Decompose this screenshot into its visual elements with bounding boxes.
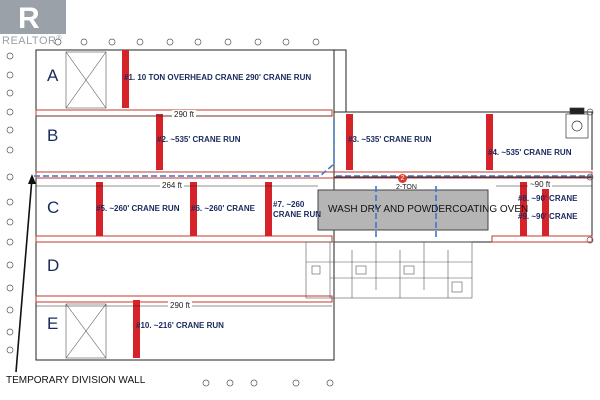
crane-run-label-5: #5. ~260' CRANE RUN xyxy=(96,204,180,213)
bay-label-e: E xyxy=(47,314,59,333)
division-wall-label: TEMPORARY DIVISION WALL xyxy=(6,375,146,386)
oven-label: WASH DRY AND POWDERCOATING OVEN xyxy=(328,204,529,215)
crane-bar-4 xyxy=(486,114,493,170)
svg-text:R: R xyxy=(18,2,40,35)
crane-run-label-7-cont: CRANE RUN xyxy=(273,210,321,219)
crane-bar-6 xyxy=(190,182,197,236)
dimension-middle: 264 ft xyxy=(160,181,185,190)
crane-run-label-4: #4. ~535' CRANE RUN xyxy=(488,148,572,157)
powdercoating-oven xyxy=(317,189,489,231)
realtor-logo: R REALTOR® xyxy=(0,0,66,47)
crane-bar-1 xyxy=(122,50,129,108)
crane-bar-5 xyxy=(96,182,103,236)
crane-run-label-2: #2. ~535' CRANE RUN xyxy=(157,135,241,144)
division-lines xyxy=(34,118,592,240)
crane-run-label-9: #9. ~90' CRANE xyxy=(518,212,578,221)
division-arrow xyxy=(15,174,36,373)
crane-run-label-10: #10. ~216' CRANE RUN xyxy=(136,321,224,330)
crane-run-label-8: #8. ~90' CRANE xyxy=(518,194,578,203)
oven-marker: 2 xyxy=(398,174,407,183)
bay-label-c: C xyxy=(47,198,60,217)
crane-bar-7 xyxy=(265,182,272,236)
bay-label-a: A xyxy=(47,66,59,85)
dimension-top: 290 ft xyxy=(172,110,197,119)
crane-run-label-7: #7. ~260 xyxy=(273,200,305,209)
crane-run-label-3: #3. ~535' CRANE RUN xyxy=(348,135,432,144)
office-area xyxy=(305,241,473,299)
crane-bar-9 xyxy=(542,182,549,236)
crane-run-label-1: #1. 10 TON OVERHEAD CRANE 290' CRANE RUN xyxy=(124,73,312,82)
oven-capacity: 2-TON xyxy=(396,184,417,191)
realtor-logo-icon: R xyxy=(0,0,66,35)
grid-bubbles-left xyxy=(6,52,14,354)
realtor-logo-text: REALTOR® xyxy=(2,35,63,47)
dimension-bottom: 290 ft xyxy=(168,301,193,310)
grid-bubbles-top xyxy=(54,38,320,46)
grid-bubbles-bottom xyxy=(202,379,334,387)
equipment-box xyxy=(565,107,589,139)
crane-bar-3 xyxy=(346,114,353,170)
crane-bars xyxy=(96,50,549,358)
hatched-areas xyxy=(65,51,107,359)
bay-label-b: B xyxy=(47,126,59,145)
bay-label-d: D xyxy=(47,256,60,275)
dimension-right: ~90 ft xyxy=(528,180,553,189)
crane-bar-2 xyxy=(156,114,163,170)
crane-run-label-6: #6. ~260' CRANE xyxy=(191,204,255,213)
crane-bar-8 xyxy=(520,182,527,236)
crane-bar-10 xyxy=(133,300,140,358)
